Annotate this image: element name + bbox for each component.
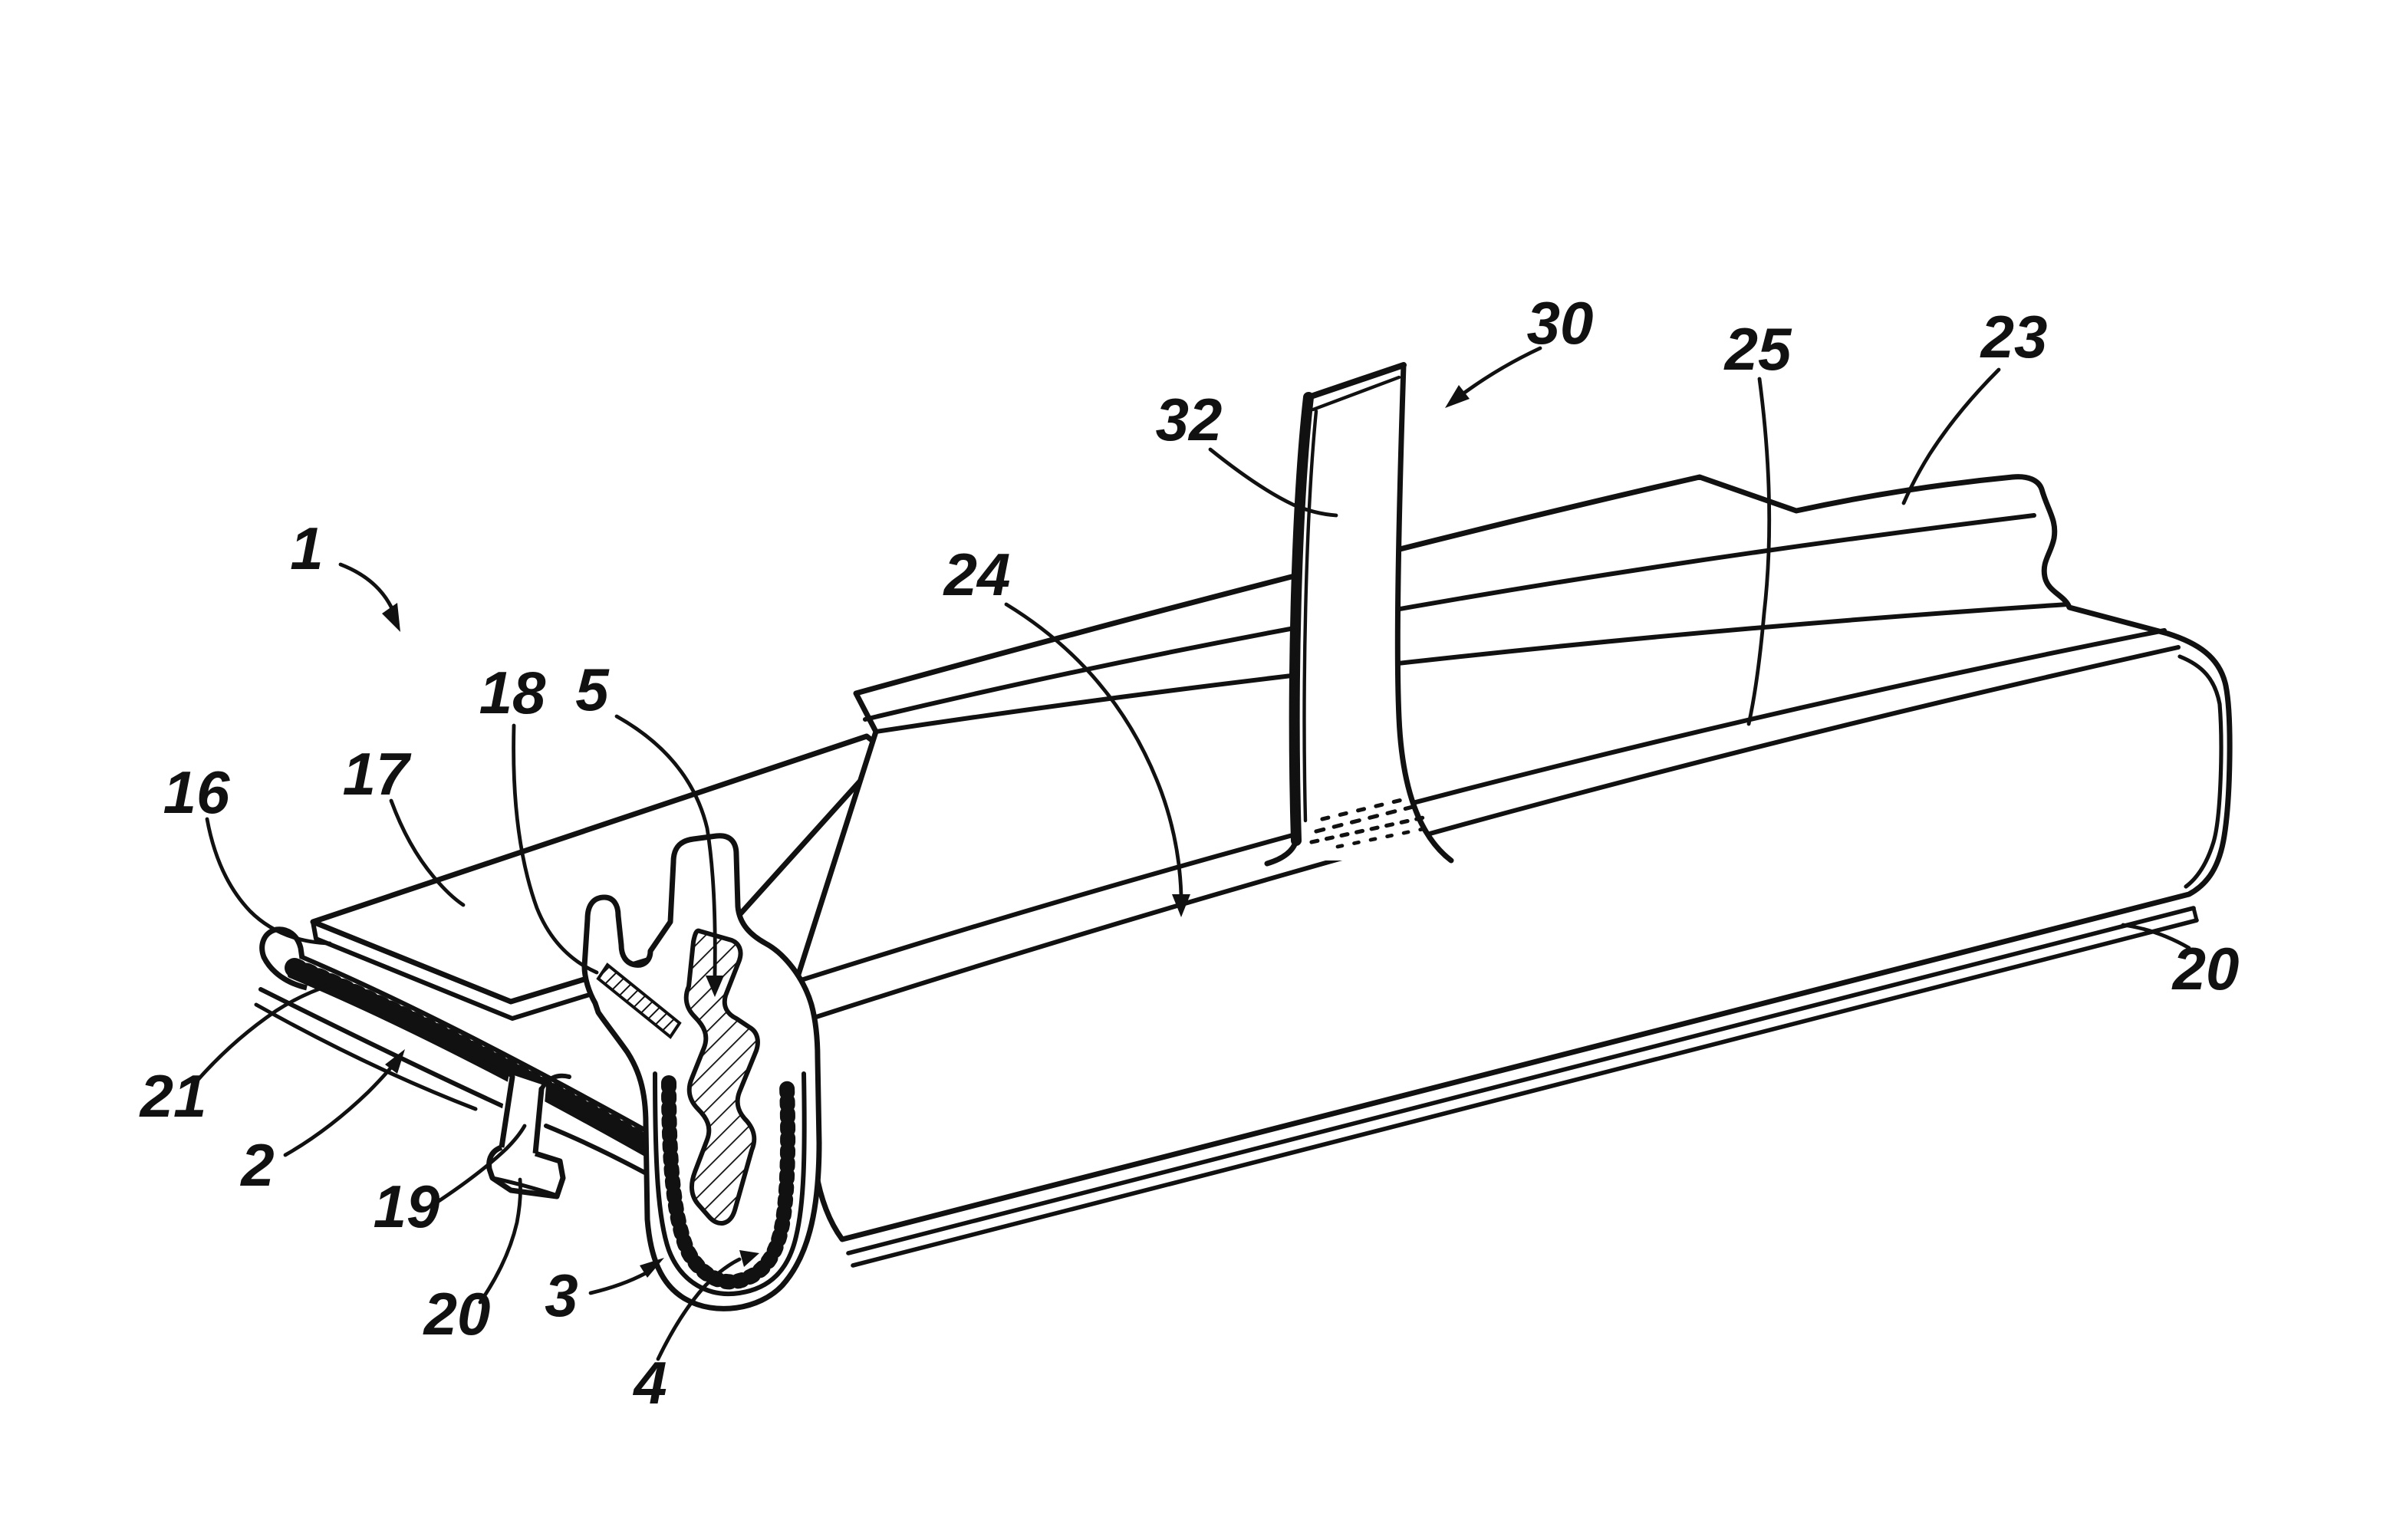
clamp-and-u-channel <box>581 833 822 1311</box>
label-25: 25 <box>1723 315 1792 383</box>
tab-base-stipple <box>1309 797 1429 849</box>
leader-4 <box>656 1257 742 1361</box>
arrowhead-1 <box>382 603 400 632</box>
bottom-strip-lower-line <box>851 918 2199 1268</box>
end-cap-inner-curve <box>2177 654 2223 889</box>
label-32: 32 <box>1156 386 1223 453</box>
leader-19 <box>432 1124 527 1206</box>
arrowhead-24 <box>1172 894 1190 917</box>
flange-inner-edge <box>863 513 2036 722</box>
reference-numerals: 1 2 3 4 5 16 17 18 19 20 20 21 23 24 25 … <box>139 289 2240 1417</box>
adhesive-strip-bottom-edge <box>288 973 700 1186</box>
leader-20-right <box>2121 923 2191 950</box>
leader-3 <box>588 1271 648 1295</box>
bottom-strip-end-tick <box>2191 906 2199 923</box>
leader-25 <box>1746 377 1772 726</box>
tab-left-base-fillet <box>1264 837 1299 867</box>
leader-21 <box>196 982 334 1082</box>
label-4: 4 <box>632 1349 667 1417</box>
leader-5 <box>614 714 717 978</box>
u-channel-adhesive-liner <box>661 1075 796 1290</box>
chamfer-bottom-edge <box>809 645 2181 1021</box>
leader-16 <box>205 817 332 946</box>
label-5: 5 <box>575 656 610 723</box>
label-30: 30 <box>1527 289 1594 357</box>
label-20-right: 20 <box>2171 935 2240 1002</box>
tab-fill <box>1270 365 1451 860</box>
leader-20-left <box>478 1177 522 1305</box>
arrowhead-5 <box>706 976 724 997</box>
label-19: 19 <box>374 1173 440 1240</box>
label-1: 1 <box>290 515 323 582</box>
plate-top-face <box>310 733 890 1005</box>
leader-32 <box>1208 447 1338 518</box>
label-24: 24 <box>943 541 1011 608</box>
bottom-strip-upper-line <box>846 906 2196 1255</box>
extrusion-body <box>793 474 2233 1268</box>
label-2: 2 <box>239 1131 274 1199</box>
u-channel-inner-wall <box>653 1071 807 1296</box>
tab-top-inner-line <box>1311 375 1401 412</box>
label-17: 17 <box>343 740 412 808</box>
leg-right-fillet <box>539 1073 571 1091</box>
body-outline <box>793 474 2233 1242</box>
leader-17 <box>389 798 466 907</box>
tab-left-inner-line <box>1302 409 1318 823</box>
adhesive-strip-top-edge <box>300 955 711 1168</box>
top-face-front-edge <box>794 628 2167 984</box>
leader-18 <box>512 723 599 975</box>
leg-right-edge <box>532 1086 545 1157</box>
leader-23 <box>1901 367 2001 505</box>
label-21: 21 <box>139 1062 207 1130</box>
mounting-rail <box>254 926 713 1199</box>
foot-pad-bottom-line <box>490 1176 558 1197</box>
label-16: 16 <box>163 758 230 826</box>
leader-2 <box>283 1058 400 1157</box>
leader-lines <box>196 346 2191 1361</box>
gripper-wedge <box>683 928 760 1226</box>
rail-front-face-edge <box>254 1002 478 1111</box>
leader-1 <box>338 562 397 616</box>
label-20-left: 20 <box>423 1280 491 1348</box>
tab-right-edge <box>1394 362 1454 864</box>
flange-base-edge <box>874 602 2070 734</box>
rail-lower-edge-left <box>258 987 515 1113</box>
arrowhead-30 <box>1445 385 1470 408</box>
leader-24 <box>1004 602 1183 898</box>
arrowhead-4 <box>739 1250 759 1267</box>
vertical-tab <box>1264 362 1454 867</box>
adhesive-strip-hatch <box>285 958 713 1186</box>
label-23: 23 <box>1980 303 2048 370</box>
leg-left-fillet <box>484 1058 515 1079</box>
inner-adhesive-strip <box>596 962 682 1039</box>
arrowhead-2 <box>385 1049 405 1074</box>
arrowhead-3 <box>640 1258 664 1278</box>
label-18: 18 <box>479 659 546 726</box>
label-3: 3 <box>545 1262 578 1329</box>
leg-left-edge <box>499 1074 515 1150</box>
tab-top-edge <box>1305 362 1407 400</box>
tab-left-edge-thick <box>1289 392 1314 846</box>
